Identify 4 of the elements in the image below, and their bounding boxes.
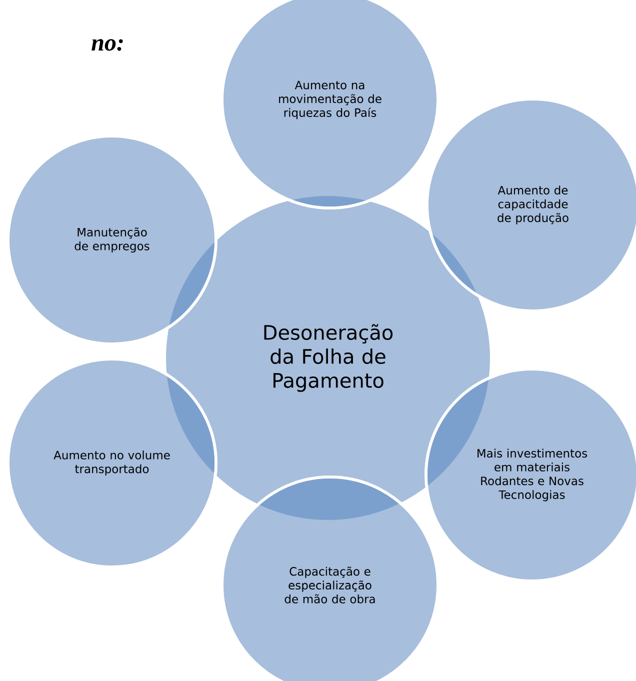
heading-text: no: <box>92 39 123 51</box>
node-label: Desoneração da Folha de Pagamento <box>264 324 393 392</box>
node-label: Capacitação e especialização de mão de obra <box>284 566 375 604</box>
node-label: Aumento de capacitdade de produção <box>498 186 568 224</box>
